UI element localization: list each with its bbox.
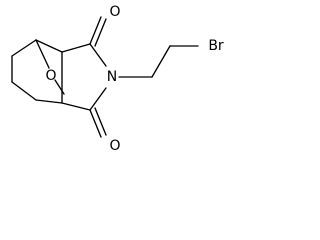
bond-c7-o-top-2 [94, 18, 107, 47]
bond-c8-o-bottom-2 [94, 107, 107, 136]
bond-ch2-ch2 [151, 45, 171, 78]
atom-label-n: N [107, 69, 117, 85]
bond-c7-o-top-1 [89, 16, 102, 45]
chemical-structure-diagram: O O N O Br [11, 4, 224, 154]
atom-label-o-top: O [109, 4, 120, 20]
bond-c8-n [89, 87, 107, 111]
bond-c2-c1 [35, 99, 63, 104]
bond-c5-c6 [35, 39, 63, 53]
bond-c8-o-bottom-1 [89, 109, 102, 138]
atom-label-o-bottom: O [109, 138, 120, 154]
bond-bridge-left [35, 39, 50, 69]
molecule-svg: O O N O Br [11, 4, 224, 154]
atom-label-bridge-o: O [45, 68, 56, 84]
atom-label-br: Br [208, 38, 224, 54]
bond-c3-c2 [11, 81, 37, 101]
bond-bridge-right [54, 79, 65, 95]
bond-c7-n [89, 43, 107, 67]
bond-c6-c7 [61, 43, 91, 53]
bond-c1-c8 [61, 102, 91, 111]
bond-c4-c5 [11, 39, 37, 57]
